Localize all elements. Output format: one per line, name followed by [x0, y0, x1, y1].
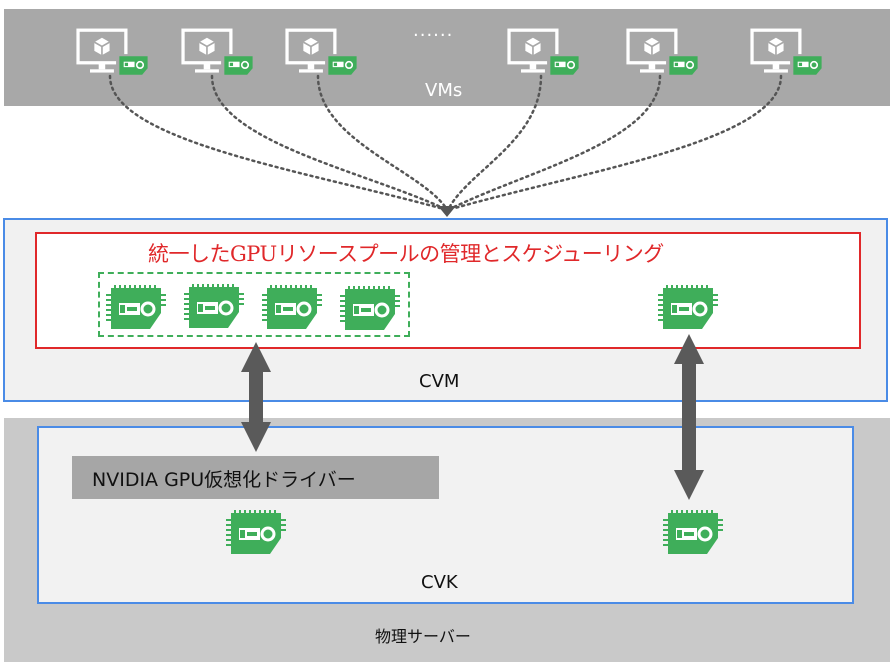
vm-monitor-cube-icon	[285, 28, 362, 78]
gpu-card-icon	[658, 285, 718, 331]
gpu-card-icon	[663, 510, 723, 556]
gpu-card-icon	[262, 285, 322, 331]
gpu-card-icon	[340, 286, 400, 332]
vms-label: VMs	[425, 80, 463, 101]
gpu-driver-label: NVIDIA GPU仮想化ドライバー	[92, 469, 356, 491]
cvm-label: CVM	[419, 371, 460, 392]
resource-pool-title: 統一したGPUリソースプールの管理とスケジューリング	[148, 242, 664, 266]
vm-monitor-cube-icon	[76, 28, 153, 78]
vm-monitor-cube-icon	[750, 28, 827, 78]
gpu-driver-box	[72, 456, 439, 499]
gpu-card-icon	[184, 284, 244, 330]
pool-gpu-icons	[106, 284, 718, 332]
vm-monitor-cube-icon	[626, 28, 703, 78]
vm-monitor-cube-icon	[507, 28, 584, 78]
vgpu-group-outline	[98, 272, 410, 337]
gpu-card-icon	[106, 285, 166, 331]
physical-server-label: 物理サーバー	[375, 627, 471, 646]
vm-layer-band	[4, 9, 890, 106]
convergence-arrowhead	[438, 206, 456, 217]
left-bidirectional-arrow	[241, 342, 271, 452]
vm-connection-lines	[108, 74, 783, 210]
gpu-card-icon	[226, 510, 286, 556]
cvk-label: CVK	[421, 572, 458, 593]
gpu-resource-pool-box	[35, 232, 861, 349]
right-bidirectional-arrow	[674, 334, 704, 500]
vm-ellipsis: ......	[413, 20, 454, 41]
vm-monitor-cube-icon	[181, 28, 258, 78]
cvk-gpu-icons	[226, 510, 723, 556]
